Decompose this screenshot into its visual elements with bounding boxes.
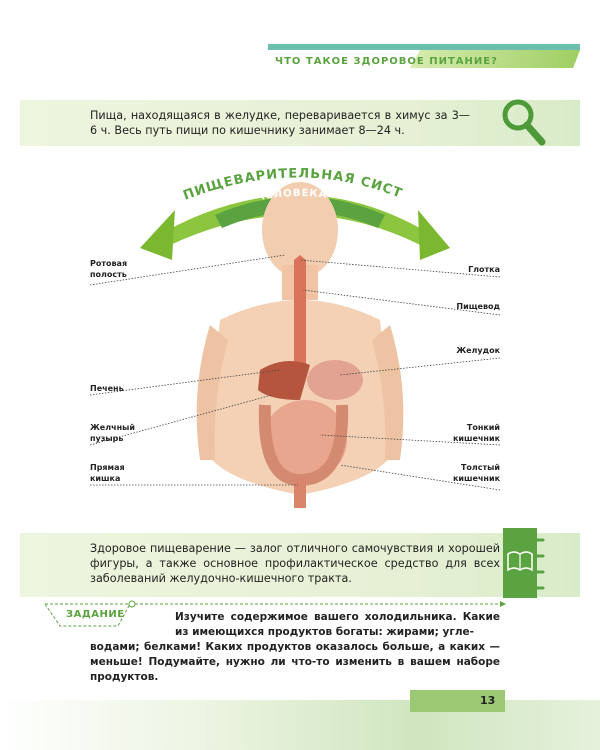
task-text-bottom: водами; белками! Каких продуктов оказало… bbox=[90, 641, 500, 683]
task-label: ЗАДАНИЕ bbox=[66, 609, 125, 620]
page-number-band bbox=[410, 690, 505, 712]
book-icon bbox=[503, 528, 545, 598]
page-number: 13 bbox=[480, 694, 496, 707]
magnifier-icon bbox=[502, 99, 546, 146]
digestive-system-diagram: ПИЩЕВАРИТЕЛЬНАЯ СИСТЕМА ЧЕЛОВЕКА bbox=[0, 160, 501, 508]
label-esophagus: Пищевод bbox=[456, 302, 500, 311]
task-text-top: Изучите содержимое вашего холодильника. … bbox=[175, 611, 500, 638]
fact-band bbox=[20, 100, 580, 146]
header-accent bbox=[410, 50, 580, 68]
body-illustration bbox=[196, 182, 404, 508]
label-liver: Печень bbox=[90, 384, 124, 393]
fact-text: Пища, находящаяся в желудке, переваривае… bbox=[90, 109, 470, 137]
label-stomach: Желудок bbox=[456, 346, 500, 355]
label-pharynx: Глотка bbox=[468, 265, 500, 274]
note-band bbox=[20, 533, 580, 597]
task-frame bbox=[44, 600, 506, 627]
footer-decoration bbox=[0, 700, 600, 750]
chapter-title: ЧТО ТАКОЕ ЗДОРОВОЕ ПИТАНИЕ? bbox=[275, 56, 498, 67]
header-bar bbox=[268, 44, 580, 50]
note-text: Здоровое пищеварение — залог отличного с… bbox=[90, 542, 500, 585]
svg-text:ПИЩЕВАРИТЕЛЬНАЯ СИСТЕМА: ПИЩЕВАРИТЕЛЬНАЯ СИСТЕМА bbox=[0, 160, 405, 204]
